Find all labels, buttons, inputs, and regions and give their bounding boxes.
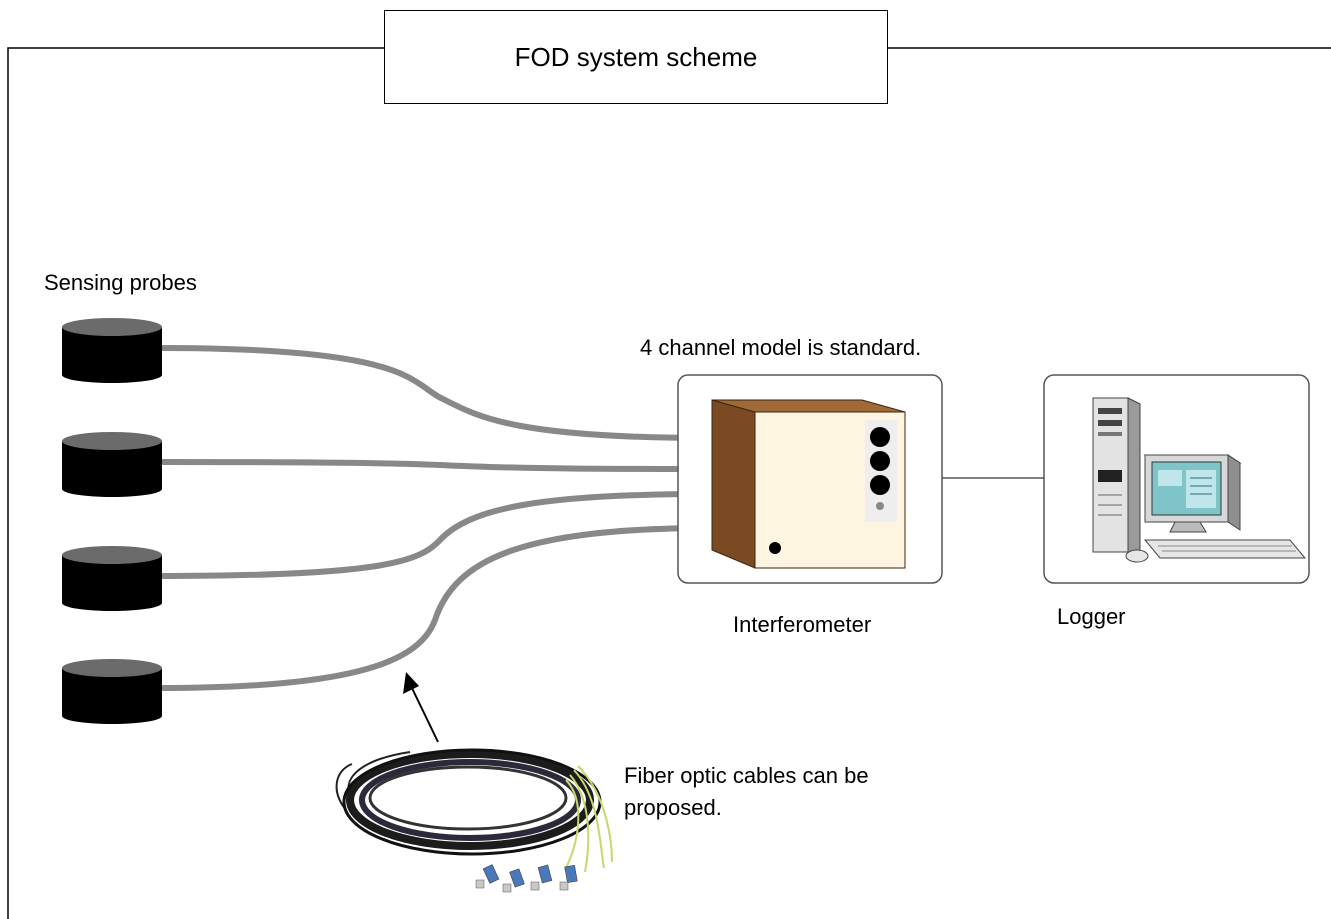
- logger-label: Logger: [1057, 604, 1126, 629]
- sensing-probe-2: [62, 432, 162, 497]
- diagram-title: FOD system scheme: [384, 10, 888, 104]
- sensing-probes-label: Sensing probes: [44, 270, 197, 295]
- outer-frame: [7, 47, 1331, 919]
- sensing-probe-1: [62, 318, 162, 383]
- fiber-cable-1: [155, 345, 715, 441]
- fiber-cable-3: [155, 491, 715, 579]
- fiber-optic-cable-image: [335, 748, 613, 893]
- interferometer-icon: [711, 399, 906, 569]
- fiber-cable-2: [155, 459, 715, 472]
- diagram-title-text: FOD system scheme: [514, 41, 758, 72]
- channel-note-label: 4 channel model is standard.: [640, 335, 922, 360]
- cable-arrow: [403, 672, 439, 743]
- fiber-cables: [155, 345, 715, 691]
- fiber-cables-label: Fiber optic cables can be proposed.: [624, 760, 984, 824]
- fiber-cables-label-line-1: Fiber optic cables can be: [624, 763, 869, 788]
- logger-icon: [1092, 397, 1307, 563]
- sensing-probe-4: [62, 659, 162, 724]
- interferometer-label: Interferometer: [733, 612, 872, 637]
- fiber-cable-4: [155, 525, 715, 691]
- fiber-cables-label-line-2: proposed.: [624, 794, 722, 820]
- sensing-probe-3: [62, 546, 162, 611]
